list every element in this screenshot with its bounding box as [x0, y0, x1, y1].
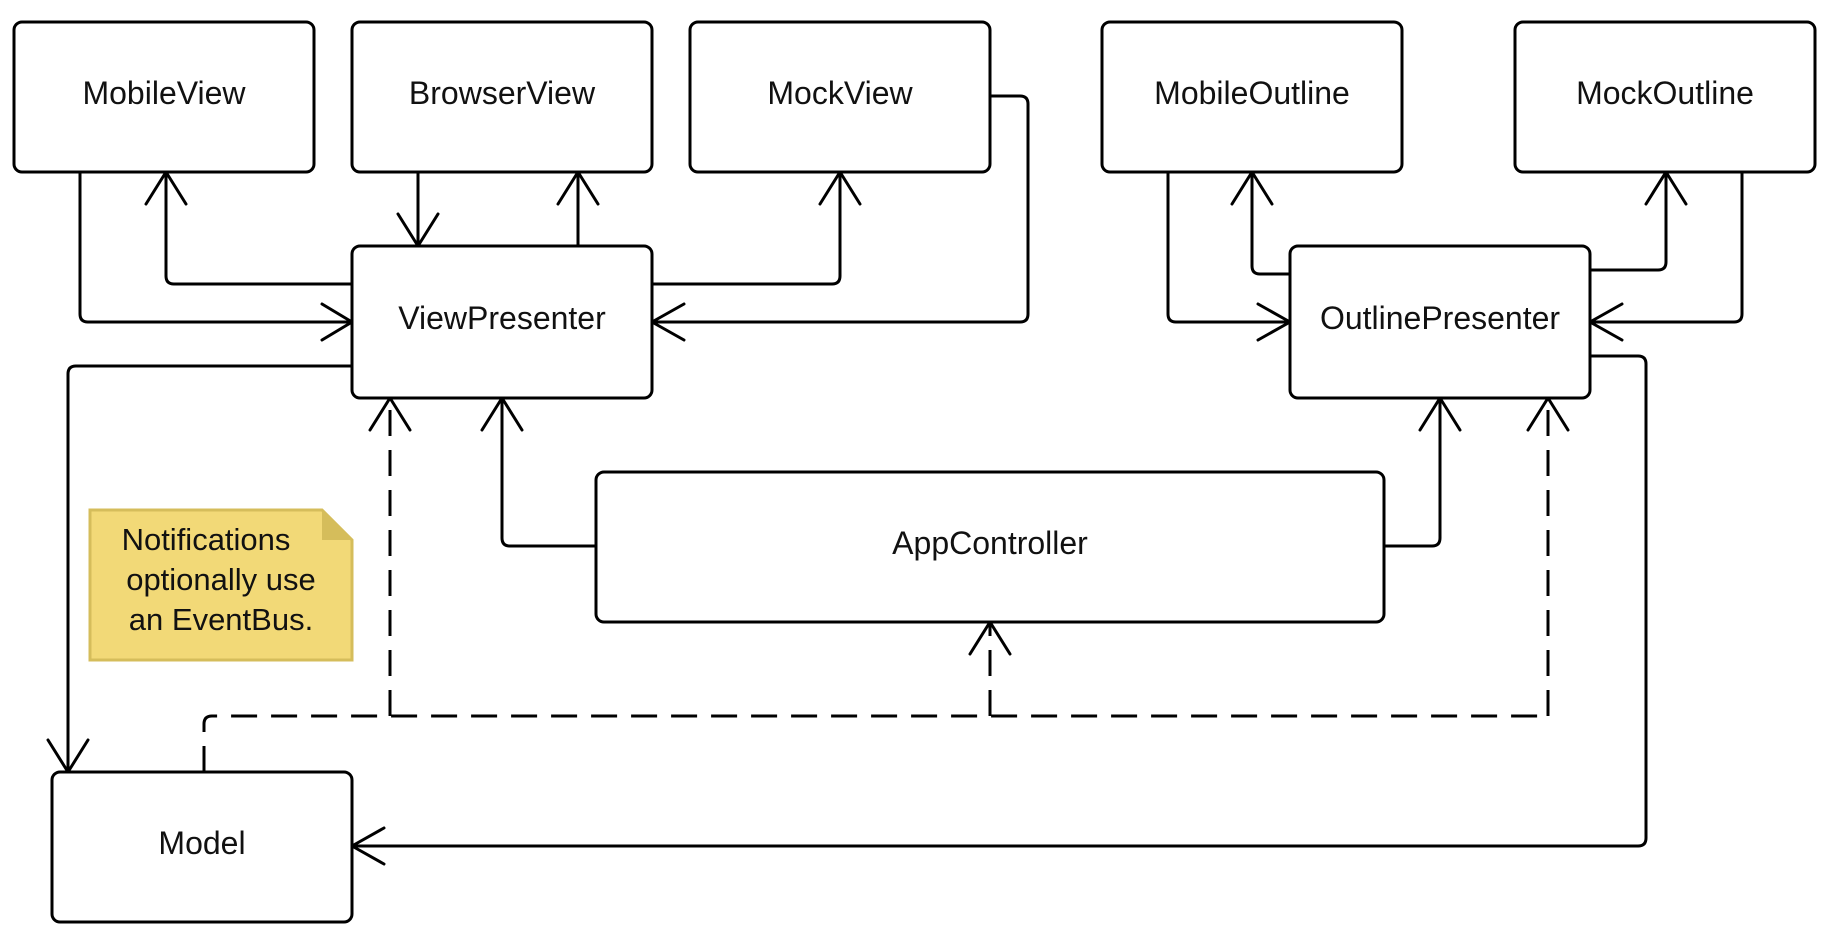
edge-outlinepresenter-to-mobileoutline	[1250, 170, 1292, 276]
mobileview-label: MobileView	[82, 75, 246, 111]
viewpresenter-box: ViewPresenter	[350, 244, 654, 400]
mockview-box: MockView	[688, 20, 992, 174]
appcontroller-box: AppController	[594, 470, 1386, 624]
dashed-bus-line	[202, 714, 1548, 772]
edge-mobileoutline-to-outlinepresenter	[1166, 170, 1292, 324]
edge-viewpresenter-to-mockview	[650, 170, 842, 286]
mockview-label: MockView	[767, 75, 913, 111]
edge-appcontroller-to-outlinepresenter	[1382, 396, 1442, 548]
edge-outlinepresenter-to-mockoutline	[1588, 170, 1668, 272]
mobileoutline-label: MobileOutline	[1154, 75, 1350, 111]
mockoutline-label: MockOutline	[1576, 75, 1754, 111]
mobileview-box: MobileView	[12, 20, 316, 174]
browserview-box: BrowserView	[350, 20, 654, 174]
outlinepresenter-label: OutlinePresenter	[1320, 300, 1560, 336]
viewpresenter-label: ViewPresenter	[398, 300, 606, 336]
edge-mockview-to-viewpresenter	[650, 94, 1030, 324]
browserview-label: BrowserView	[409, 75, 596, 111]
mockoutline-box: MockOutline	[1513, 20, 1817, 174]
edge-appcontroller-to-viewpresenter	[500, 396, 598, 548]
note-line-1: Notifications	[122, 522, 291, 557]
note-body	[88, 508, 354, 662]
edge-mockoutline-to-outlinepresenter	[1588, 170, 1744, 324]
note-fold-corner	[322, 510, 352, 540]
model-label: Model	[158, 825, 245, 861]
outlinepresenter-box: OutlinePresenter	[1288, 244, 1592, 400]
edge-outlinepresenter-to-model	[350, 354, 1648, 848]
mobileoutline-box: MobileOutline	[1100, 20, 1404, 174]
edge-mobileview-to-viewpresenter	[78, 170, 354, 324]
edge-viewpresenter-to-mobileview	[164, 170, 354, 286]
note: Notifications optionally use an EventBus…	[88, 508, 354, 662]
model-box: Model	[50, 770, 354, 924]
edge-viewpresenter-to-model	[66, 364, 354, 774]
note-line-3: an EventBus.	[129, 602, 313, 637]
note-line-2: optionally use	[126, 562, 316, 597]
appcontroller-label: AppController	[892, 525, 1088, 561]
